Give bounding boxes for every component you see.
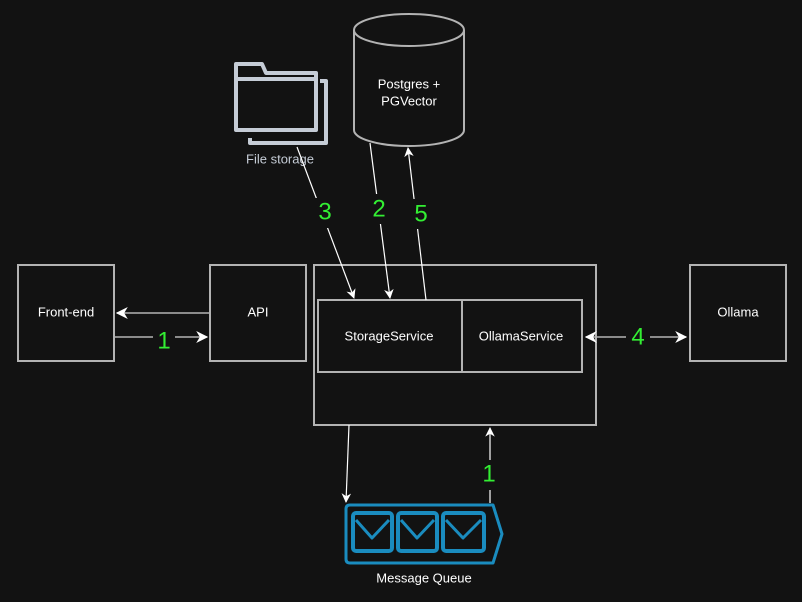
message-queue-label: Message Queue (376, 570, 471, 585)
postgres-label-line1: Postgres + (378, 76, 441, 91)
postgres-node[interactable]: Postgres + PGVector (353, 13, 465, 147)
front-end-node[interactable]: Front-end (17, 264, 115, 362)
step-label-frontend-api: 1 (157, 327, 170, 354)
api-node[interactable]: API (209, 264, 307, 362)
storage-service-node[interactable]: StorageService (317, 299, 463, 373)
file-storage-label: File storage (246, 151, 314, 166)
api-label: API (248, 304, 269, 319)
postgres-label-line2: PGVector (381, 93, 437, 108)
ollama-service-label: OllamaService (479, 328, 564, 343)
step-label-5: 5 (414, 200, 427, 227)
ollama-node[interactable]: Ollama (689, 264, 787, 362)
step-label-2: 2 (372, 195, 385, 222)
edge-backend-to-queue (341, 424, 352, 503)
step-label-queue: 1 (482, 460, 495, 487)
message-queue-icon (344, 503, 504, 565)
file-storage-node: File storage (234, 62, 328, 166)
step-label-4: 4 (631, 323, 644, 350)
storage-service-label: StorageService (345, 328, 434, 343)
folder-icon (234, 62, 328, 145)
step-label-3: 3 (318, 198, 331, 225)
front-end-label: Front-end (38, 304, 94, 319)
ollama-label: Ollama (717, 304, 759, 319)
message-queue-node[interactable]: Message Queue (344, 503, 504, 585)
ollama-service-node[interactable]: OllamaService (461, 299, 583, 373)
